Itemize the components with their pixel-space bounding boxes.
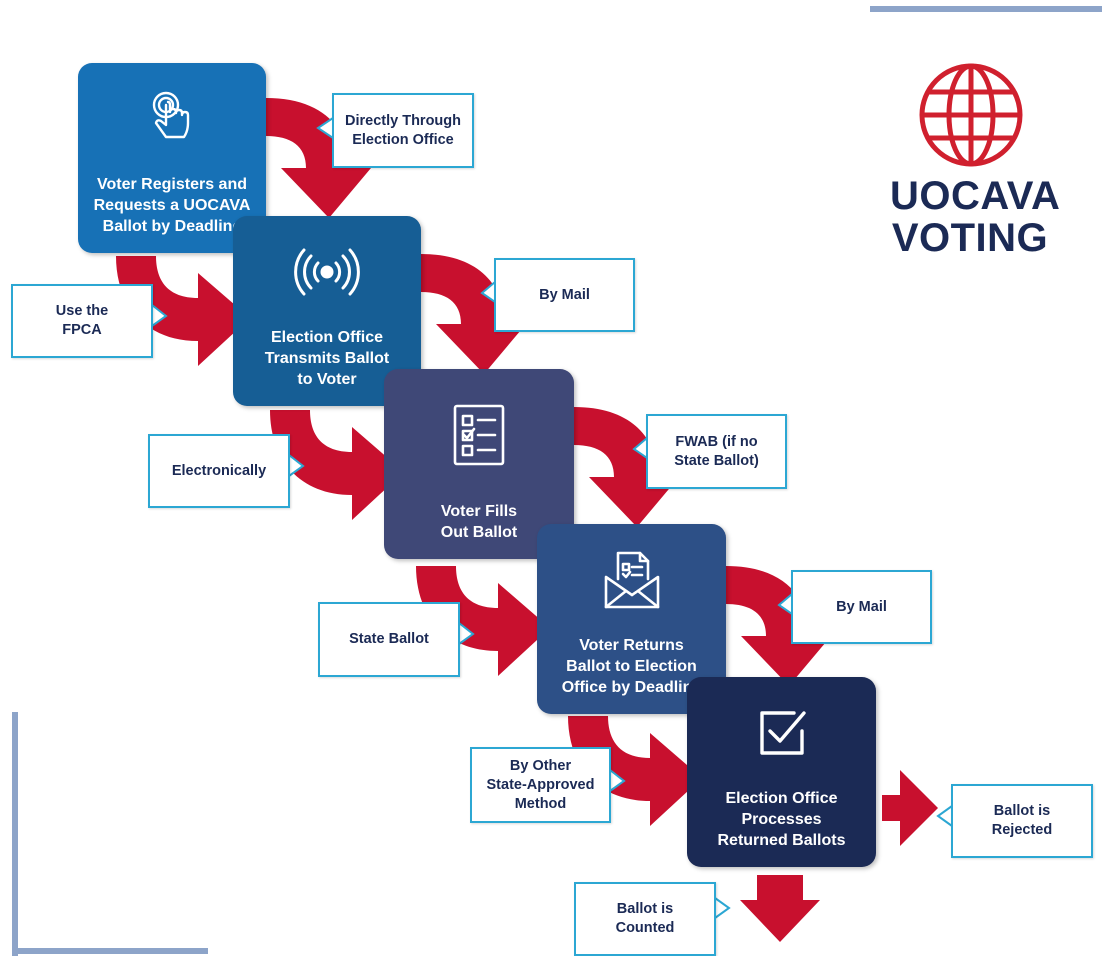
- arrow-to-process-by-mail: [726, 566, 831, 686]
- step-voter-registers-label: Voter Registers and Requests a UOCAVA Ba…: [93, 176, 251, 235]
- checkbox-icon: [759, 710, 806, 755]
- callout-electronically: Electronically: [148, 434, 290, 508]
- logo-title-line2: VOTING: [891, 216, 1049, 260]
- broadcast-icon: [294, 248, 360, 295]
- arrow-to-fill-by-mail: [421, 254, 526, 374]
- checklist-icon: [453, 404, 505, 466]
- step-election-office-processes: Election Office Processes Returned Ballo…: [687, 677, 876, 867]
- globe-icon: [919, 63, 1023, 167]
- step-voter-fills-out-ballot-label: Voter Fills Out Ballot: [440, 503, 518, 541]
- logo-title-line1: UOCAVA: [890, 174, 1061, 218]
- callout-fwab: FWAB (if no State Ballot): [646, 414, 787, 489]
- arrow-to-process-other-method: [568, 716, 702, 826]
- touch-icon: [152, 91, 190, 138]
- mail-ballot-icon: [604, 551, 659, 608]
- step-election-office-processes-label: Election Office Processes Returned Ballo…: [717, 790, 846, 849]
- callout-use-the-fpca: Use the FPCA: [11, 284, 153, 358]
- arrow-to-rejected: [882, 770, 938, 846]
- decorative-line-top-right: [870, 6, 1102, 12]
- arrow-to-transmit-fpca: [116, 256, 250, 366]
- callout-state-ballot: State Ballot: [318, 602, 460, 677]
- arrow-to-return-state-ballot: [416, 566, 550, 676]
- callout-by-mail-2: By Mail: [791, 570, 932, 644]
- decorative-line-left-vertical: [12, 712, 18, 956]
- pointer-rejected: [936, 804, 953, 828]
- callout-directly-through-election-office: Directly Through Election Office: [332, 93, 474, 168]
- arrow-to-counted: [740, 875, 820, 942]
- arrow-to-fill-electronically: [270, 410, 404, 520]
- callout-by-other-state-approved-method: By Other State-Approved Method: [470, 747, 611, 823]
- step-election-office-transmits-label: Election Office Transmits Ballot to Vote…: [264, 329, 390, 388]
- callout-by-mail-1: By Mail: [494, 258, 635, 332]
- callout-ballot-is-rejected: Ballot is Rejected: [951, 784, 1093, 858]
- decorative-line-bottom-left: [12, 948, 208, 954]
- pointer-counted: [714, 896, 731, 920]
- step-voter-returns-ballot-label: Voter Returns Ballot to Election Office …: [561, 637, 702, 696]
- callout-ballot-is-counted: Ballot is Counted: [574, 882, 716, 956]
- arrow-to-return-fwab: [574, 407, 679, 527]
- arrow-to-transmit-direct: [266, 98, 371, 218]
